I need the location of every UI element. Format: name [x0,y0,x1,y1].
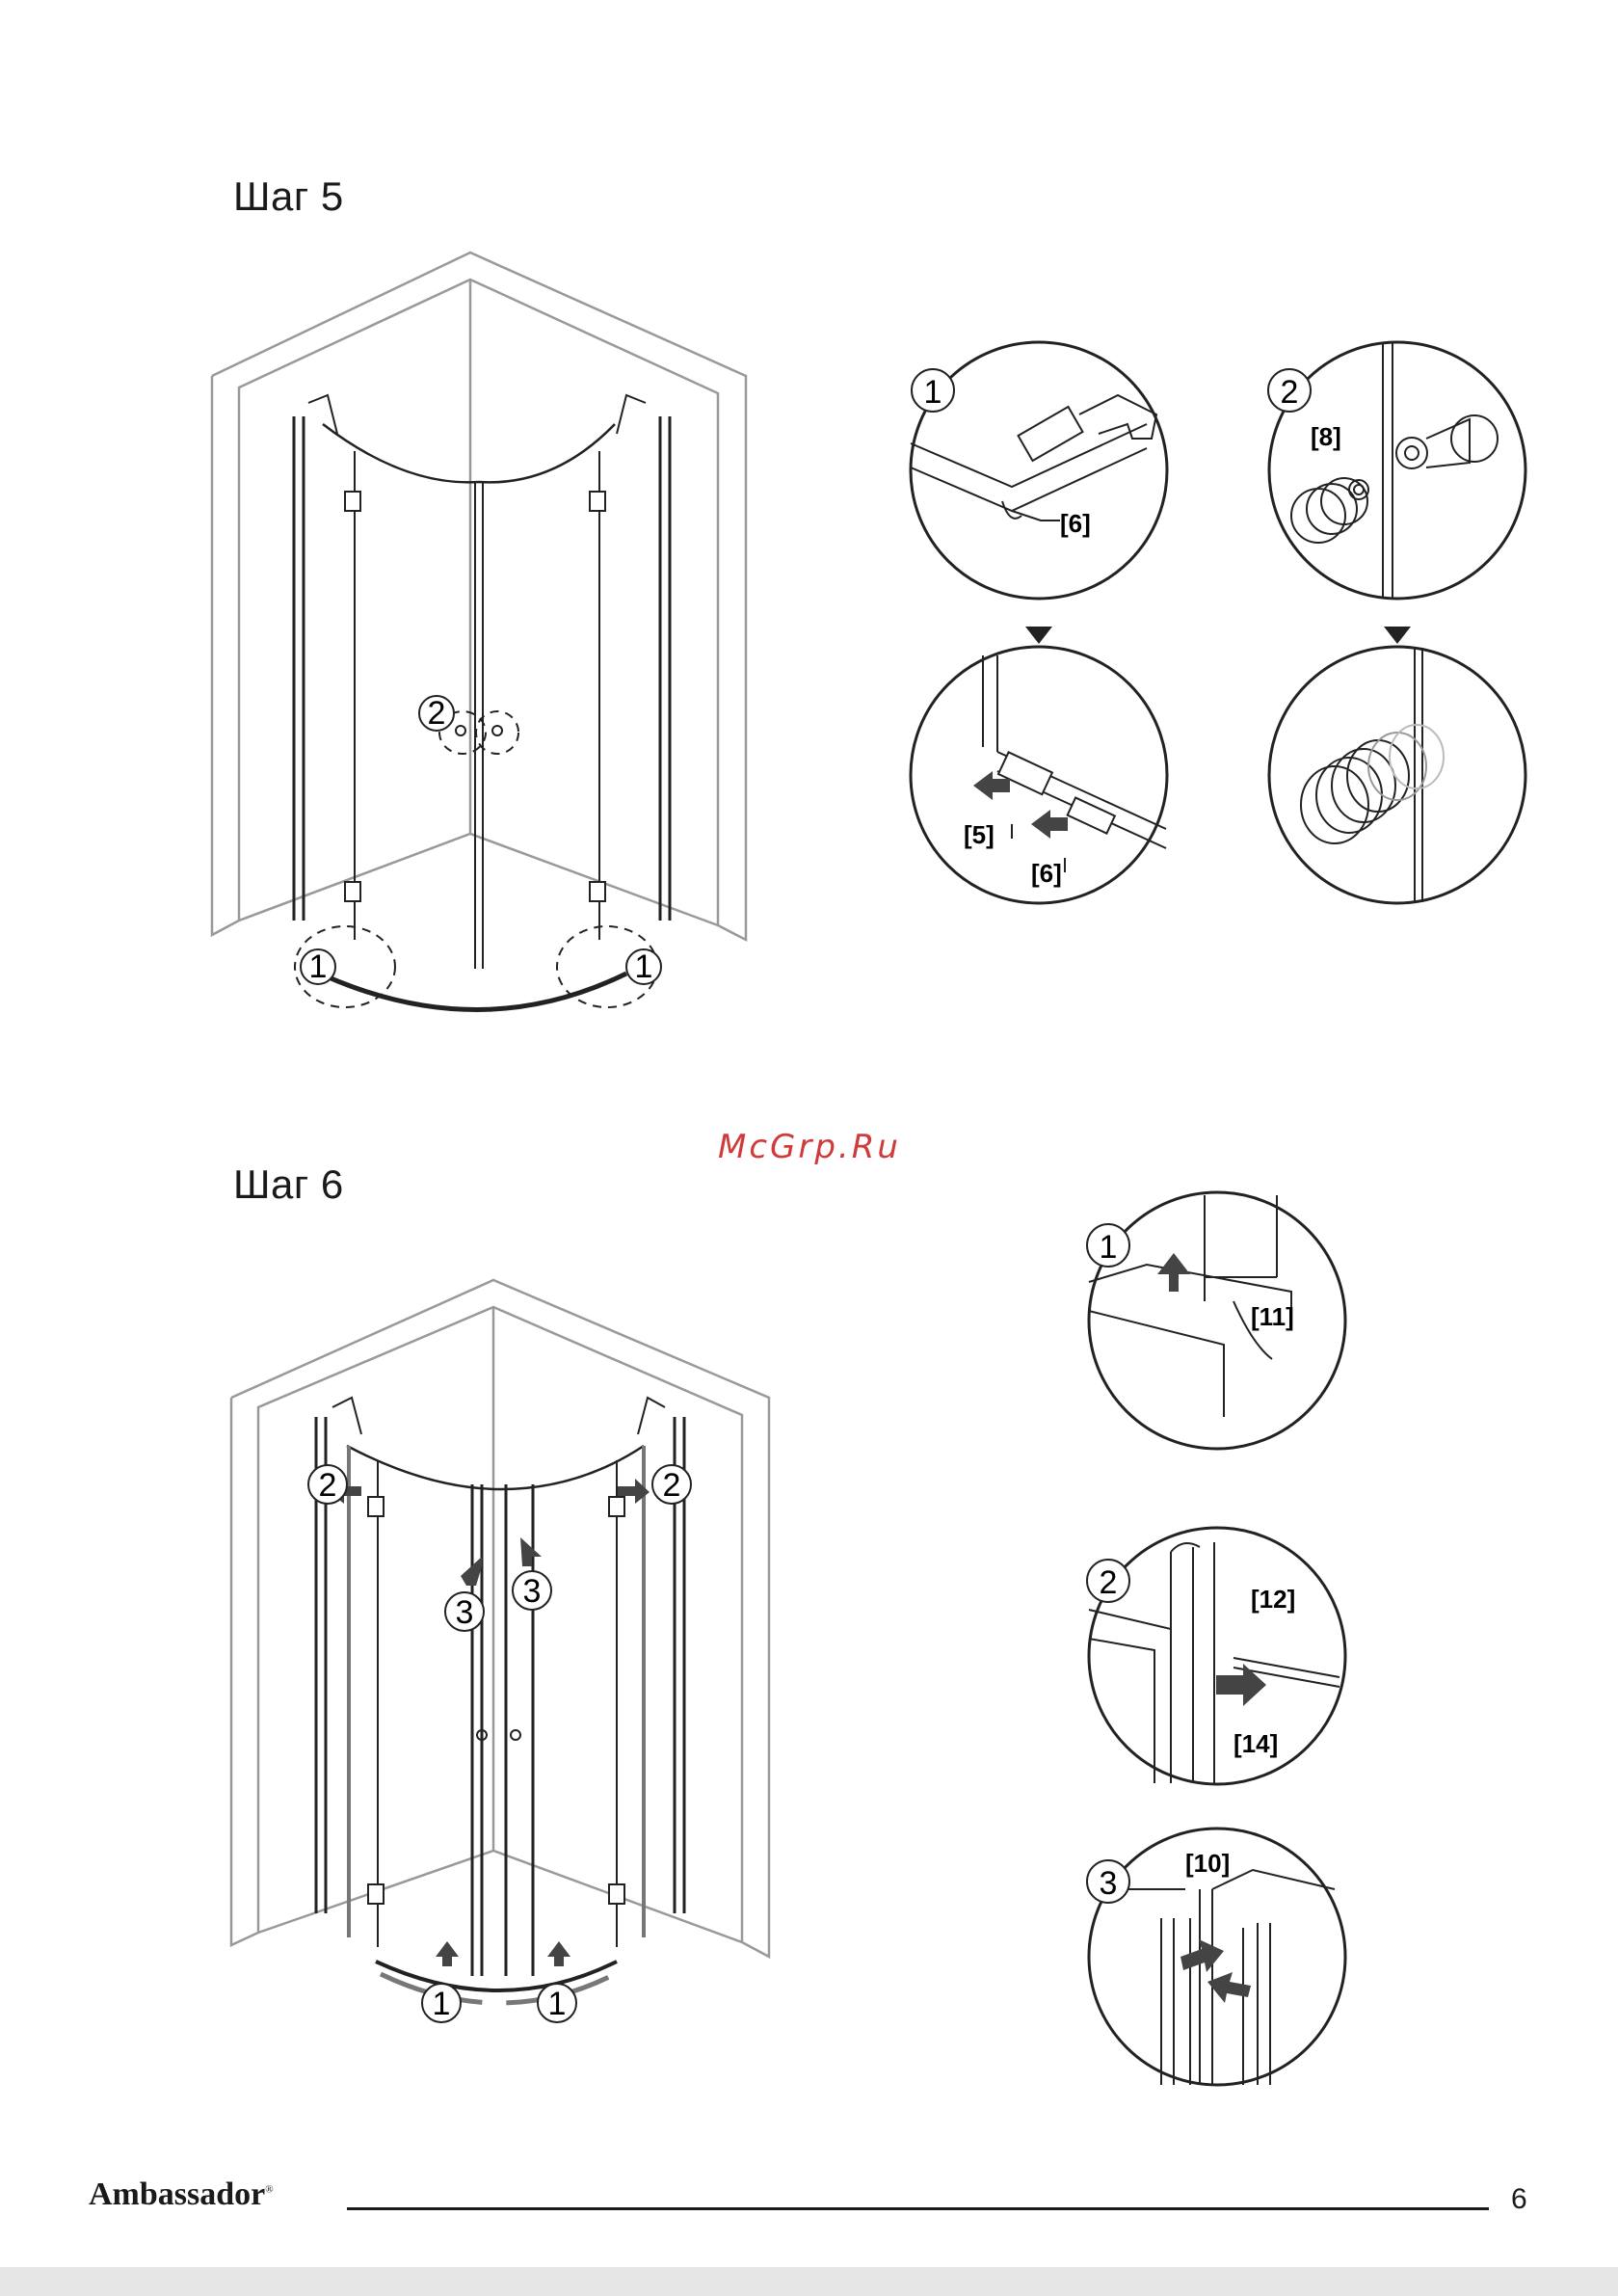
step6-callout-2-right: 2 [652,1465,691,1504]
down-arrow-icon [1384,609,1411,644]
step5-callout-1-left: 1 [301,948,335,985]
part-label-12: [12] [1251,1585,1295,1614]
step6-callout-3-left: 3 [445,1592,484,1631]
part-label-11: [11] [1251,1302,1294,1331]
brand-logo: Ambassador® [89,2176,274,2213]
callout-label: 3 [456,1594,474,1631]
arrow-icon [547,1941,570,1966]
part-label-14: [14] [1233,1729,1278,1758]
callout-label: 1 [1100,1229,1118,1266]
bottom-band [0,2267,1618,2296]
step6-callout-3-right: 3 [513,1571,551,1610]
step5-detail-1-assembly-circle: [5] [6] [911,647,1167,903]
step5-cabin-illustration [212,253,746,1010]
brand-registered-mark: ® [265,2184,273,2196]
part-label-5: [5] [964,820,995,849]
part-label-8: [8] [1311,422,1341,451]
step6-detail-1-bottom-seal-circle: [11] 1 [1087,1192,1345,1449]
step6-callout-2-left: 2 [308,1465,347,1504]
callout-label: 3 [1100,1865,1118,1902]
callout-label: 3 [523,1573,542,1610]
brand-name: Ambassador [89,2176,265,2212]
step5-detail-1-seal-circle: [6] 1 [911,342,1167,599]
step6-detail-3-magnet-seal-circle: [10] 3 [1087,1829,1345,2085]
callout-label: 1 [309,948,328,985]
page-number: 6 [1511,2183,1527,2216]
step5-callout-2-cabin: 2 [419,695,454,732]
step5-detail-2-knob-circle: [8] 2 [1268,342,1525,599]
step5-callout-1-right: 1 [626,948,661,985]
callout-label: 1 [433,1986,451,2022]
watermark-text: McGrp.Ru [718,1128,901,1166]
step5-detail-2-knob-installed-circle [1269,647,1525,903]
down-arrow-icon [1025,609,1052,644]
callout-label: 2 [1100,1564,1118,1601]
step6-callout-1-right: 1 [538,1984,576,2022]
callout-label: 1 [924,374,942,411]
callout-label: 1 [635,948,653,985]
callout-label: 2 [663,1467,681,1504]
step6-callout-1-left: 1 [422,1984,461,2022]
part-label-10: [10] [1185,1849,1230,1878]
step6-title: Шаг 6 [233,1161,344,1208]
callout-label: 1 [548,1986,567,2022]
step6-detail-2-side-seal-circle: [12] [14] 2 [1087,1528,1345,1784]
arrow-icon [520,1537,542,1566]
part-label-6: [6] [1031,859,1062,888]
callout-label: 2 [428,695,446,732]
footer-divider [347,2207,1489,2210]
callout-label: 2 [1281,374,1299,411]
callout-label: 2 [319,1467,337,1504]
arrow-icon [436,1941,459,1966]
part-label-6: [6] [1060,509,1091,538]
step6-cabin-illustration [231,1280,769,2003]
